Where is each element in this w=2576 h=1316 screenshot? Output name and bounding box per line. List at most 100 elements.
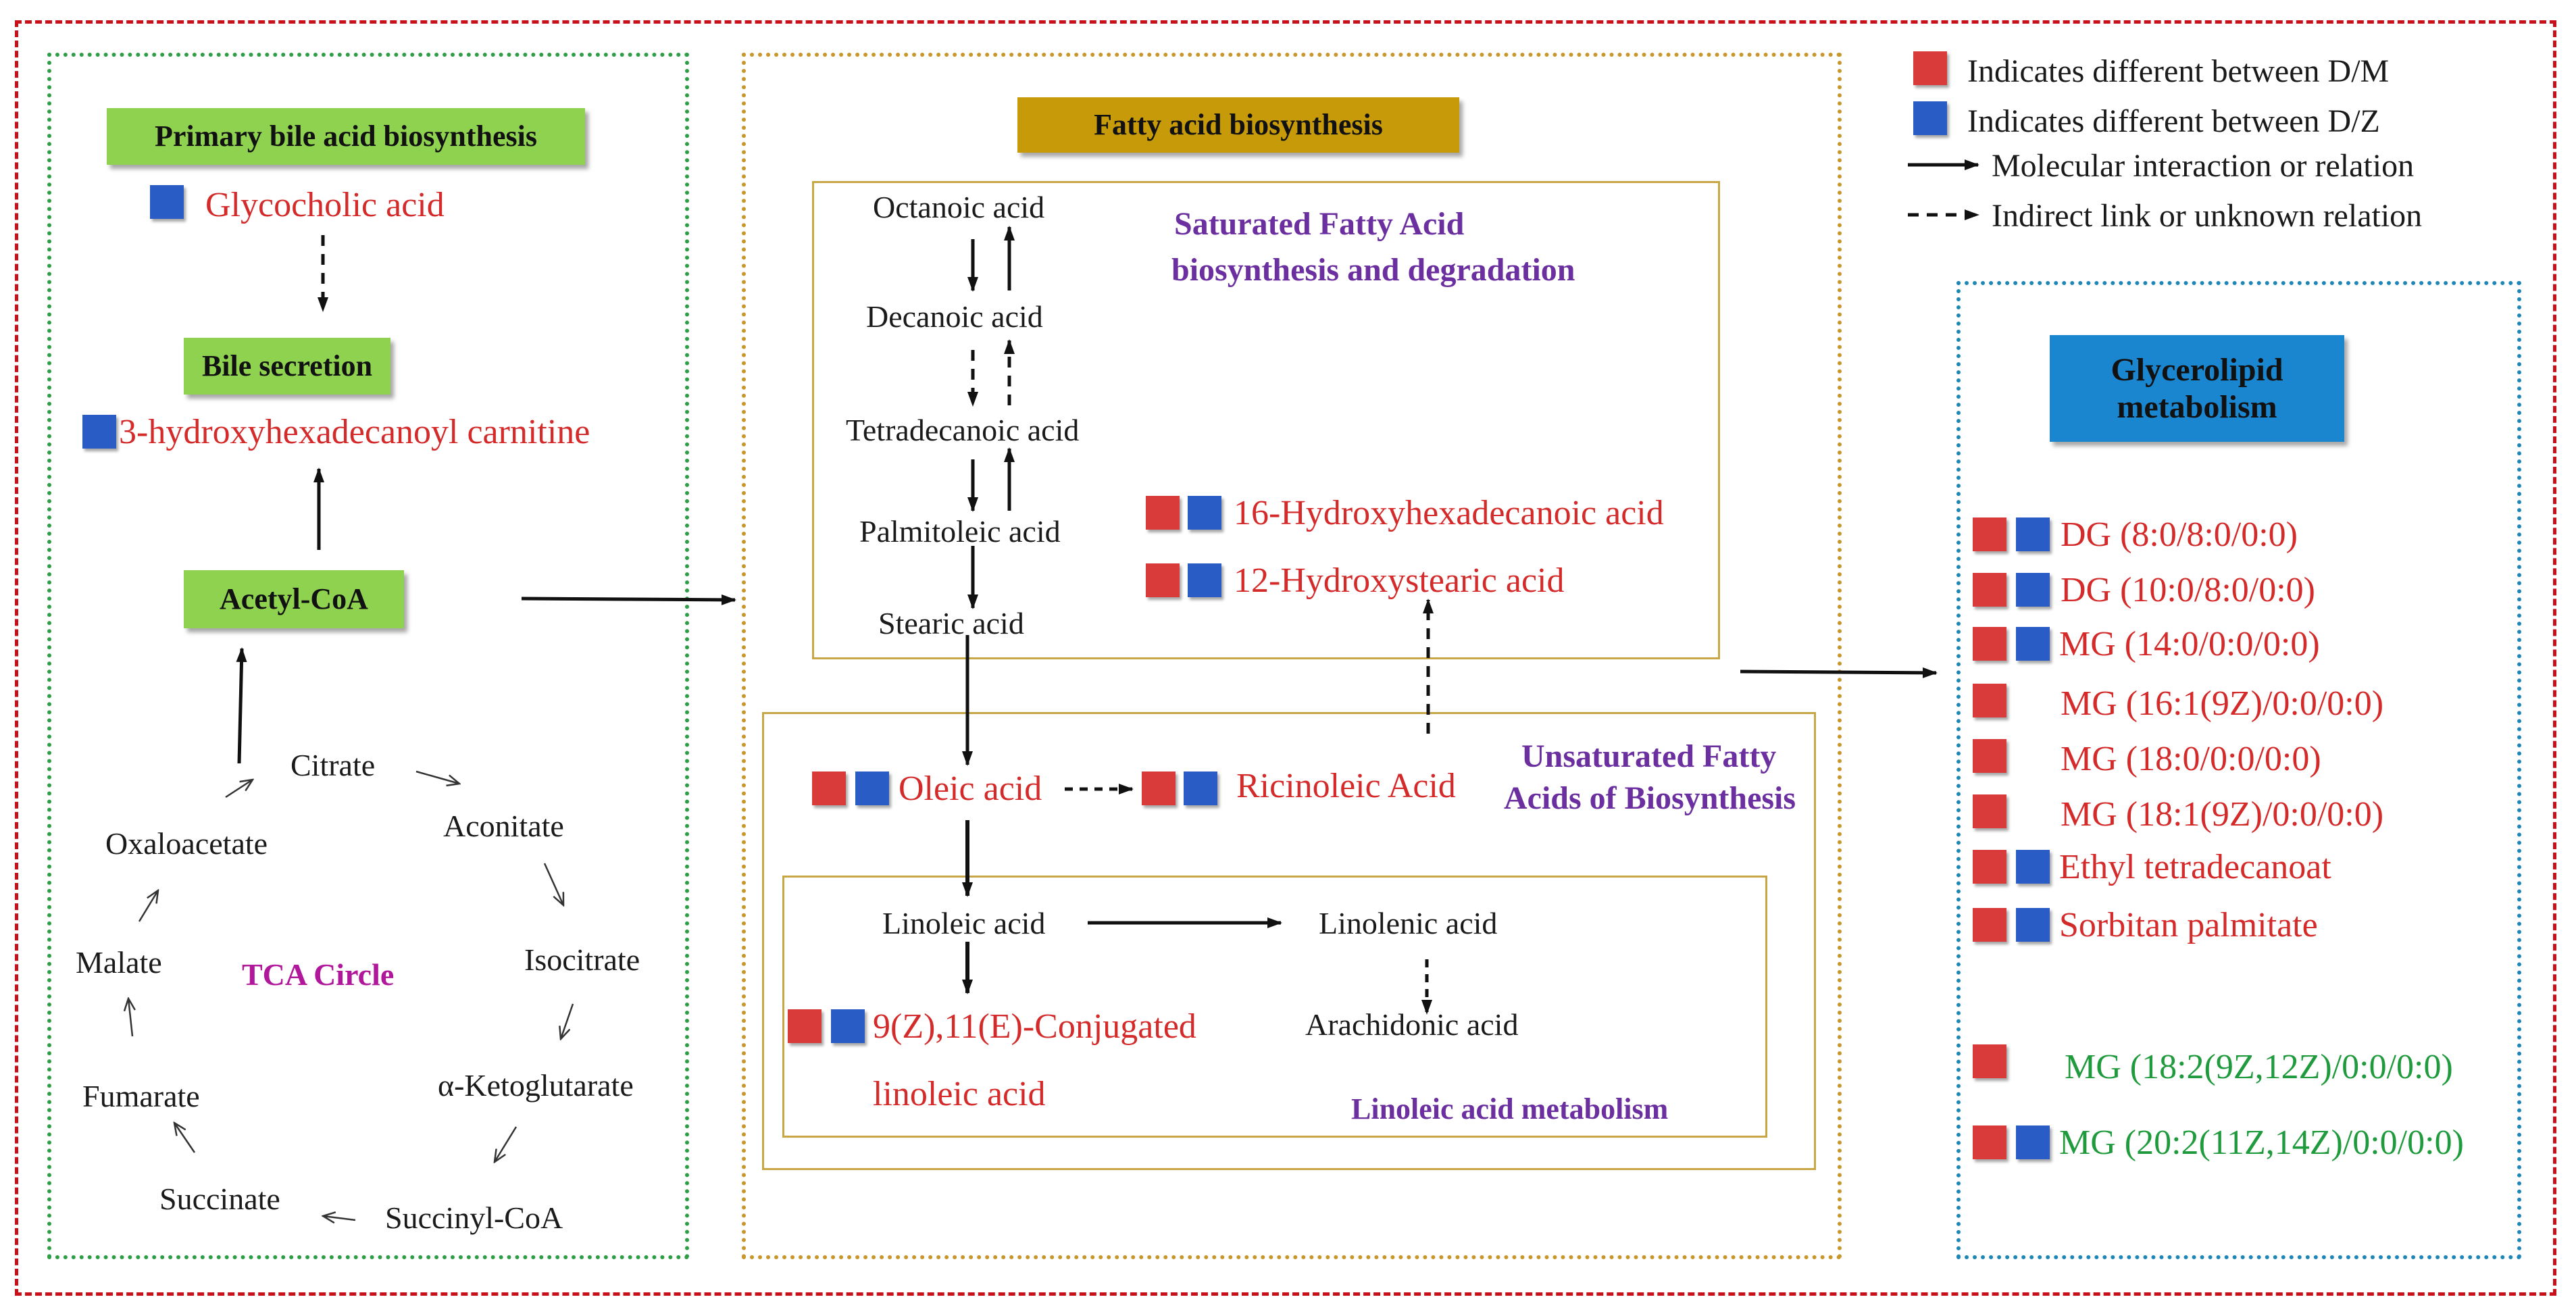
- hydroxystearic-acid: 12-Hydroxystearic acid: [1234, 561, 1565, 600]
- glycocholic-acid: Glycocholic acid: [205, 186, 445, 224]
- hydroxystearic-red-marker: [1146, 563, 1180, 597]
- glycerolipid-item: Sorbitan palmitate: [2059, 906, 2318, 944]
- stearic-acid: Stearic acid: [878, 606, 1024, 640]
- tca-succinyl-coa: Succinyl-CoA: [385, 1200, 563, 1235]
- glycerolipid-item: Ethyl tetradecanoat: [2059, 848, 2331, 886]
- right-panel-frame: [1956, 281, 2521, 1259]
- arrow-to-glycerolipid: [1740, 667, 1938, 678]
- legend-red-label: Indicates different between D/M: [1967, 53, 2390, 89]
- octanoic-acid: Octanoic acid: [873, 190, 1045, 224]
- arachidonic-acid: Arachidonic acid: [1305, 1007, 1519, 1042]
- glycerolipid-item: MG (18:2(9Z,12Z)/0:0/0:0): [2065, 1048, 2453, 1086]
- glycerolipid-header: Glycerolipid metabolism: [2050, 335, 2344, 442]
- bile-secretion-header: Bile secretion: [184, 338, 390, 395]
- item2-red-marker: [1973, 627, 2006, 661]
- middle-panel-frame: [742, 53, 1842, 1259]
- tca-arrow-succinyl-succinate: [323, 1216, 356, 1220]
- item7-blue-marker: [2016, 908, 2050, 942]
- glycerolipid-item: MG (20:2(11Z,14Z)/0:0/0:0): [2059, 1123, 2464, 1162]
- oleic-red-marker: [812, 771, 846, 805]
- item2-blue-marker: [2016, 627, 2050, 661]
- tca-fumarate: Fumarate: [82, 1079, 200, 1113]
- hydroxyhexadecanoyl-carnitine: 3-hydroxyhexadecanoyl carnitine: [119, 413, 590, 451]
- outer-frame: [15, 20, 2556, 1296]
- ricinoleic-red-marker: [1142, 771, 1176, 805]
- tetradecanoic-acid: Tetradecanoic acid: [846, 413, 1080, 447]
- hydroxyhexadecanoic-red-marker: [1146, 496, 1180, 530]
- tca-arrow-isocitrate-ketoglutarate: [561, 1003, 574, 1039]
- item1-blue-marker: [2016, 573, 2050, 607]
- item9-red-marker: [1973, 1125, 2006, 1159]
- tca-arrow-aconitate-isocitrate: [543, 863, 563, 905]
- left-panel-frame: [47, 53, 689, 1259]
- tca-oxaloacetate: Oxaloacetate: [105, 826, 268, 861]
- item6-blue-marker: [2016, 850, 2050, 884]
- saturated-title-line2: biosynthesis and degradation: [1171, 252, 1575, 288]
- hydroxyhexadecanoic-blue-marker: [1188, 496, 1221, 530]
- item0-blue-marker: [2016, 517, 2050, 551]
- unsaturated-title-line2: Acids of Biosynthesis: [1504, 780, 1796, 816]
- tca-circle-title: TCA Circle: [242, 957, 395, 992]
- legend-blue-label: Indicates different between D/Z: [1967, 103, 2380, 139]
- palmitoleic-acid: Palmitoleic acid: [859, 514, 1061, 549]
- conjugated-red-marker: [788, 1009, 822, 1043]
- saturated-title-line1: Saturated Fatty Acid: [1174, 206, 1465, 242]
- tca-citrate: Citrate: [291, 748, 376, 782]
- legend-red-marker: [1913, 51, 1947, 85]
- item7-red-marker: [1973, 908, 2006, 942]
- primary-bile-acid-header: Primary bile acid biosynthesis: [107, 108, 585, 165]
- oleic-blue-marker: [855, 771, 889, 805]
- linoleic-metabolism-box: [782, 876, 1767, 1138]
- ricinoleic-blue-marker: [1184, 771, 1217, 805]
- glycerolipid-item: MG (14:0/0:0/0:0): [2059, 625, 2320, 663]
- tca-arrow-oxaloacetate-citrate: [225, 780, 253, 799]
- glycerolipid-item: MG (18:1(9Z)/0:0/0:0): [2061, 795, 2384, 834]
- item0-red-marker: [1973, 517, 2006, 551]
- decanoic-acid: Decanoic acid: [866, 299, 1043, 334]
- fatty-acid-biosynthesis-header: Fatty acid biosynthesis: [1017, 97, 1459, 153]
- oleic-acid: Oleic acid: [899, 769, 1042, 808]
- tca-malate: Malate: [76, 945, 162, 980]
- glycocholic-blue-marker: [150, 185, 184, 219]
- glycerolipid-header-line1: Glycerolipid: [2111, 351, 2283, 388]
- glycerolipid-item: MG (16:1(9Z)/0:0/0:0): [2061, 684, 2384, 723]
- carnitine-blue-marker: [82, 415, 116, 449]
- conjugated-linoleic-line1: 9(Z),11(E)-Conjugated: [873, 1007, 1196, 1046]
- linoleic-metabolism-title: Linoleic acid metabolism: [1351, 1092, 1669, 1125]
- legend-solid-label: Molecular interaction or relation: [1992, 148, 2415, 184]
- item8-red-marker: [1973, 1044, 2006, 1078]
- saturated-fatty-acid-box: [812, 181, 1720, 659]
- tca-arrow-succinate-fumarate: [174, 1123, 196, 1153]
- unsaturated-fatty-acid-box: [762, 712, 1816, 1170]
- glycerolipid-item: MG (18:0/0:0/0:0): [2061, 740, 2321, 778]
- item9-blue-marker: [2016, 1125, 2050, 1159]
- arrow-acetyl-to-fatty: [521, 594, 736, 605]
- ricinoleic-acid: Ricinoleic Acid: [1236, 767, 1456, 805]
- unsaturated-title-line1: Unsaturated Fatty: [1521, 738, 1777, 774]
- item4-red-marker: [1973, 739, 2006, 773]
- linoleic-acid: Linoleic acid: [882, 906, 1046, 940]
- tca-aconitate: Aconitate: [443, 809, 564, 843]
- hydroxystearic-blue-marker: [1188, 563, 1221, 597]
- tca-arrow-ketoglutarate-succinyl: [495, 1126, 517, 1162]
- tca-isocitrate: Isocitrate: [524, 942, 640, 977]
- glycerolipid-item: DG (10:0/8:0/0:0): [2061, 571, 2315, 609]
- legend-dashed-label: Indirect link or unknown relation: [1992, 198, 2423, 234]
- acetyl-coa-header: Acetyl-CoA: [184, 570, 404, 628]
- linolenic-acid: Linolenic acid: [1319, 906, 1498, 940]
- conjugated-blue-marker: [831, 1009, 865, 1043]
- item3-red-marker: [1973, 684, 2006, 717]
- glycerolipid-header-line2: metabolism: [2117, 389, 2277, 425]
- tca-ketoglutarate: α-Ketoglutarate: [438, 1068, 634, 1103]
- tca-succinate: Succinate: [159, 1182, 280, 1216]
- item5-red-marker: [1973, 794, 2006, 828]
- arrow-tca-to-acetyl: [236, 647, 247, 764]
- tca-arrow-fumarate-malate: [128, 998, 132, 1037]
- glycerolipid-item: DG (8:0/8:0/0:0): [2061, 515, 2298, 554]
- hydroxyhexadecanoic-acid: 16-Hydroxyhexadecanoic acid: [1234, 494, 1664, 532]
- tca-arrow-citrate-aconitate: [415, 770, 459, 784]
- conjugated-linoleic-line2: linoleic acid: [873, 1075, 1046, 1113]
- legend-blue-marker: [1913, 101, 1947, 135]
- item1-red-marker: [1973, 573, 2006, 607]
